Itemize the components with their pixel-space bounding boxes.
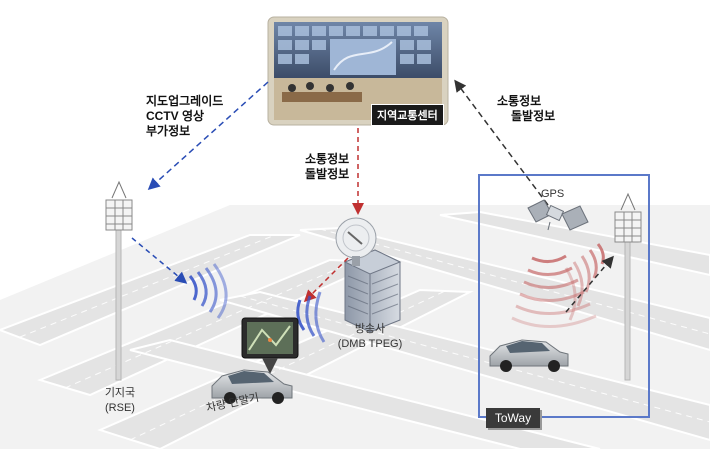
toway-rse-waves <box>564 243 605 321</box>
link-toway-to-center <box>454 79 549 206</box>
control-center-label: 지역교통센터 <box>371 104 444 126</box>
rse-label: 기지국 (RSE) <box>100 386 140 416</box>
broadcaster-label: 방송사 (DMB TPEG) <box>325 322 415 352</box>
center-to-rse-item: 부가정보 <box>146 124 191 138</box>
broadcaster-waves <box>296 291 326 343</box>
vehicle-right <box>489 339 569 372</box>
center-to-broadcaster-item: 돌발정보 <box>305 167 350 181</box>
center-to-broadcaster-text: 소통정보 돌발정보 <box>305 152 349 182</box>
broadcaster-code: (DMB TPEG) <box>337 338 403 350</box>
link-center-to-rse <box>147 81 269 191</box>
gps-satellite-icon <box>527 199 589 231</box>
rse-waves <box>188 263 228 319</box>
road-grid <box>0 205 710 449</box>
broadcaster-name: 방송사 <box>354 323 386 335</box>
vehicle-left <box>211 369 293 404</box>
toway-frame <box>478 174 650 418</box>
toway-to-center-item: 돌발정보 <box>511 109 556 123</box>
toway-to-center-item: 소통정보 <box>497 94 542 108</box>
rse-code: (RSE) <box>105 402 135 414</box>
rse-tower <box>105 180 133 381</box>
rse-name: 기지국 <box>104 387 136 399</box>
gps-label: GPS <box>541 188 565 200</box>
gps-waves <box>511 254 597 328</box>
center-to-rse-item: 지도업그레이드 <box>146 94 224 108</box>
center-to-rse-item: CCTV 영상 <box>146 109 205 123</box>
control-center-image <box>267 16 449 126</box>
center-to-broadcaster-item: 소통정보 <box>305 152 350 166</box>
toway-badge: ToWay <box>486 408 540 428</box>
navigation-terminal <box>241 317 299 374</box>
toway-to-center-text: 소통정보 돌발정보 <box>497 94 555 124</box>
broadcaster-building <box>335 217 402 333</box>
center-to-rse-text: 지도업그레이드 CCTV 영상 부가정보 <box>146 94 223 139</box>
toway-rse-tower <box>614 192 642 381</box>
